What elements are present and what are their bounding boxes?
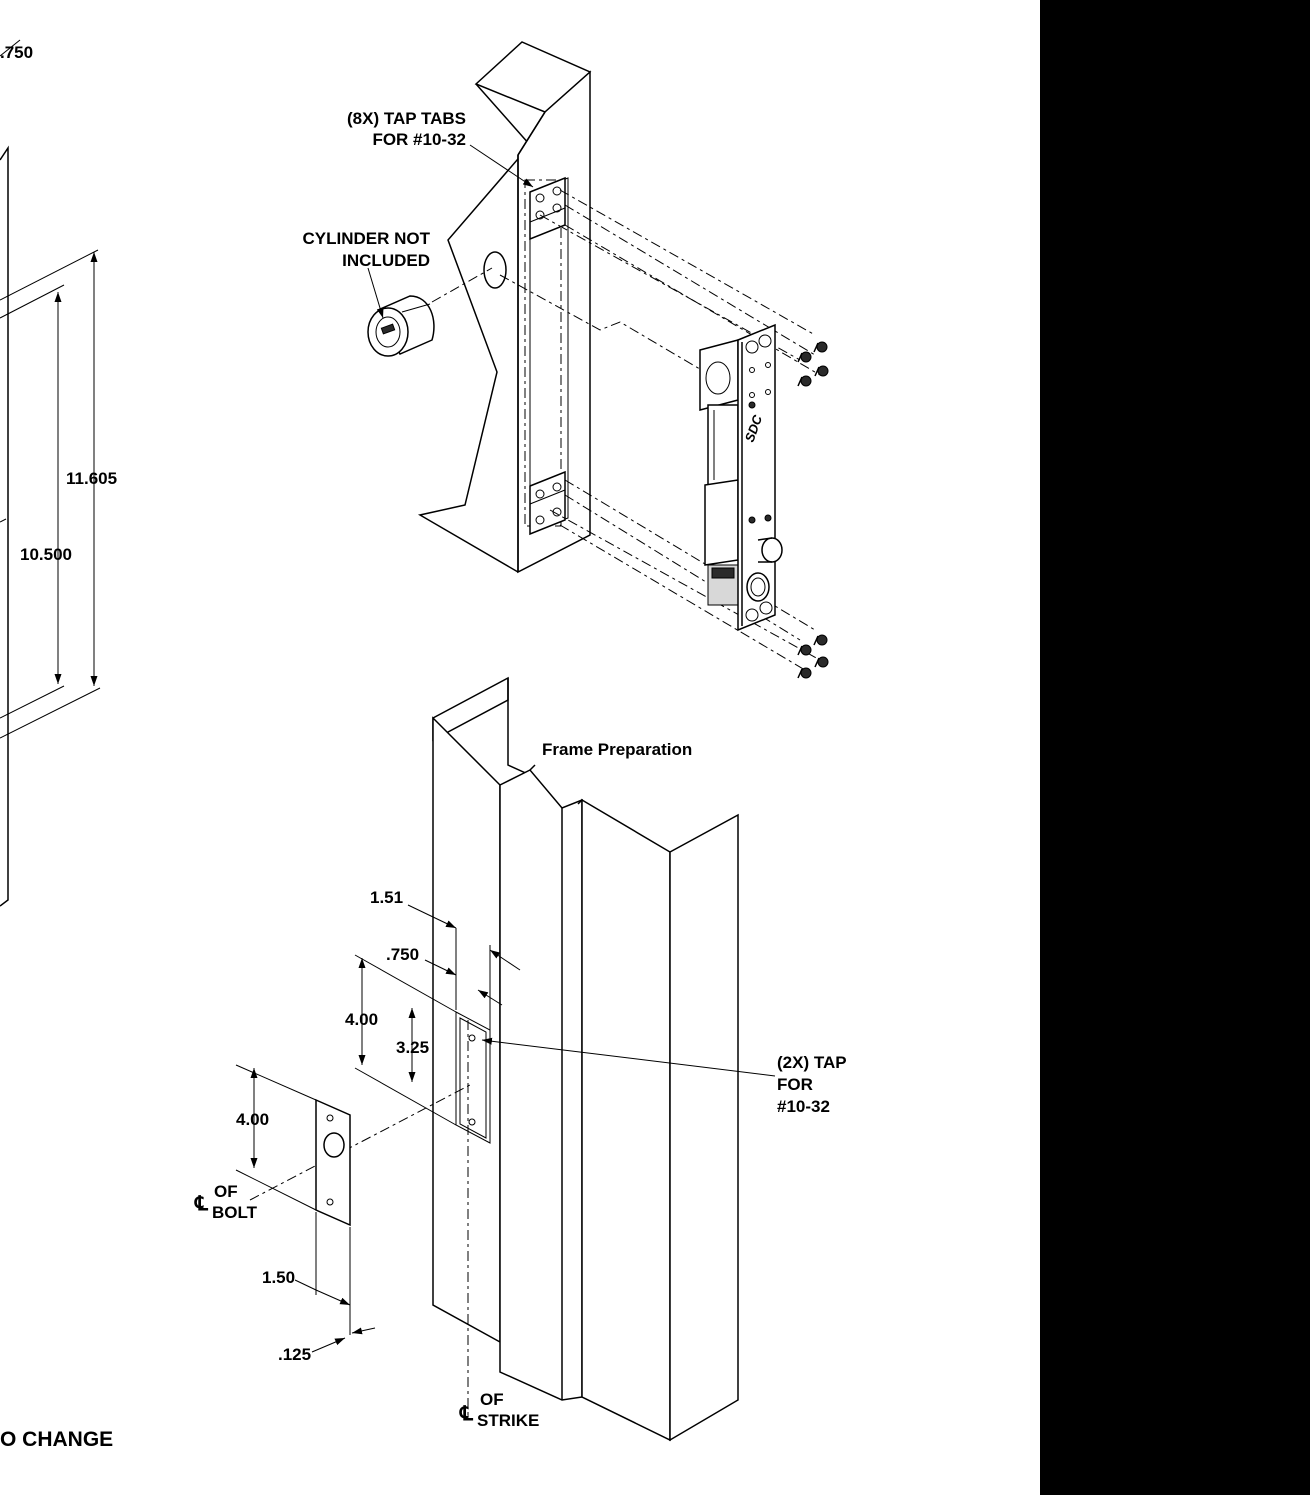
strike-centerline-symbol: ℄ (459, 1403, 474, 1425)
screw-icon (797, 375, 812, 387)
screw-icon (814, 365, 829, 377)
dim-325-label: 3.25 (396, 1038, 429, 1057)
screws (797, 341, 829, 679)
dim-11605-label: 11.605 (66, 469, 117, 488)
dim-400-strike-label: 4.00 (236, 1110, 269, 1129)
deadbolt-lock-body: SDC (699, 323, 783, 632)
dim-151-label: 1.51 (370, 888, 403, 907)
screw-icon (797, 667, 812, 679)
dim-400-frame-label: 4.00 (345, 1010, 378, 1029)
dim-125-label: .125 (278, 1345, 311, 1364)
projection-lines (431, 189, 821, 671)
bolt-label-line2: BOLT (212, 1203, 258, 1222)
screw-icon (813, 634, 828, 646)
door-edge-body (417, 41, 592, 574)
dim-10500-label: 10.500 (20, 545, 72, 564)
frame-preparation-title: Frame Preparation (542, 740, 692, 759)
frame-dimensions (235, 904, 776, 1353)
tap-2x-label-line2: FOR (777, 1075, 813, 1094)
screw-icon (797, 351, 812, 363)
screw-icon (814, 656, 829, 668)
cylinder-label-line2: INCLUDED (342, 251, 430, 270)
door-frame (432, 676, 739, 1442)
screw-icon (813, 341, 828, 353)
tap-tabs-label-line2: FOR #10-32 (372, 130, 466, 149)
cylinder-label-line1: CYLINDER NOT (303, 229, 431, 248)
tap-tab-bottom (529, 470, 566, 536)
bolt-label-line1: OF (214, 1182, 238, 1201)
mortise-cylinder (367, 295, 435, 357)
dim-150-label: 1.50 (262, 1268, 295, 1287)
strike-label-line2: STRIKE (477, 1411, 539, 1430)
top-left-dim-label: .750 (0, 43, 33, 62)
right-black-panel (1040, 0, 1310, 1495)
tap-tabs-label-line1: (8X) TAP TABS (347, 109, 466, 128)
dim-750-label: .750 (386, 945, 419, 964)
bolt-centerline-symbol: ℄ (194, 1193, 209, 1215)
cylinder-bore (483, 251, 507, 289)
strike-label-line1: OF (480, 1390, 504, 1409)
strike-plate (315, 1098, 351, 1227)
tap-2x-label-line3: #10-32 (777, 1097, 830, 1116)
left-door-view (0, 39, 101, 907)
labels: .750 (8X) TAP TABS FOR #10-32 CYLINDER N… (0, 43, 847, 1451)
bottom-note-text: O CHANGE (0, 1428, 113, 1451)
screw-icon (797, 644, 812, 656)
tap-2x-label-line1: (2X) TAP (777, 1053, 847, 1072)
